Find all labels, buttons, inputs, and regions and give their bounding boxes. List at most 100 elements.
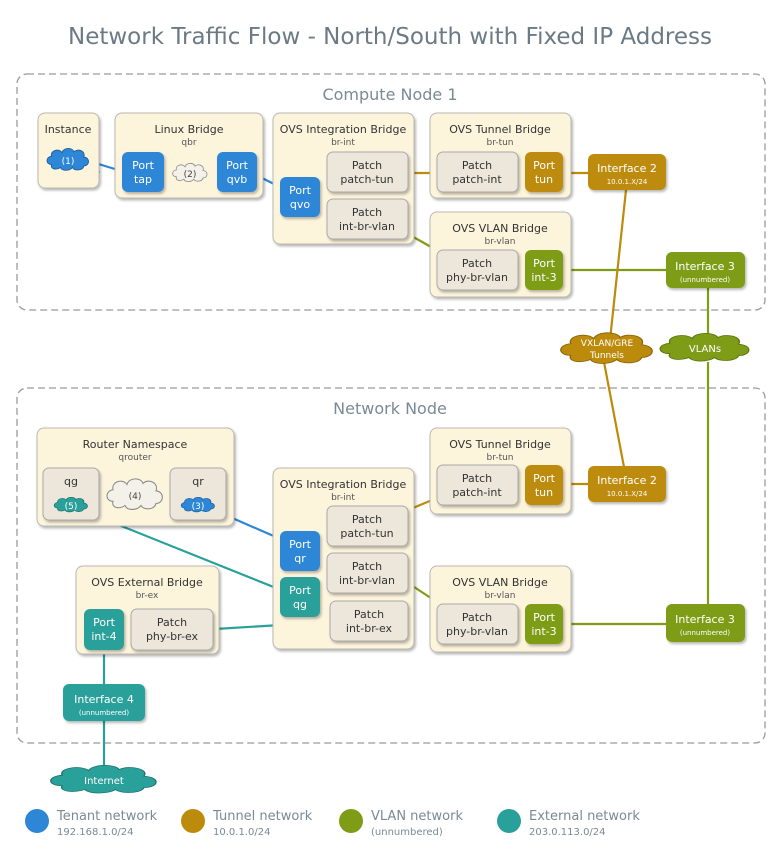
legend-tenant-name: Tenant network (56, 809, 158, 824)
tunnels-cloud-l1: VXLAN/GRE (581, 339, 634, 349)
vlans-cloud: VLANs (659, 332, 750, 362)
router-qr-label: qr (192, 475, 204, 488)
ovs-ex-sub: br-ex (136, 591, 159, 601)
compute-ovs-vlan-sub: br-vlan (485, 237, 516, 247)
compute-port-tun[interactable] (525, 152, 563, 192)
network-patch-vlan-l2: int-br-vlan (339, 574, 395, 587)
compute-ovs-int-sub: br-int (331, 138, 355, 148)
port-qvo-l2: qvo (290, 198, 310, 211)
network-ovs-vlan-box: OVS VLAN Bridge br-vlan Patch phy-br-vla… (429, 565, 572, 653)
compute-iface3-sub: (unnumbered) (680, 276, 731, 284)
network-patch-tun-l2: patch-tun (340, 527, 393, 540)
compute-patch-vlan-l2: int-br-vlan (339, 220, 395, 233)
network-patch-phy-l2: phy-br-vlan (446, 625, 508, 638)
network-interface-4[interactable]: Interface 4 (unnumbered) (63, 684, 145, 721)
instance-title: Instance (45, 123, 92, 136)
compute-patch-int-l1: Patch (462, 159, 492, 172)
network-ovs-tun-box: OVS Tunnel Bridge br-tun Patch patch-int… (429, 427, 572, 515)
tunnels-cloud: VXLAN/GRE Tunnels (559, 332, 654, 365)
network-iface4-title: Interface 4 (74, 693, 134, 706)
network-patch-int-l1: Patch (462, 472, 492, 485)
network-patch-vlan-l1: Patch (352, 560, 382, 573)
network-iface2-sub: 10.0.1.X/24 (607, 490, 648, 498)
network-patch-phy-br-vlan[interactable] (436, 603, 519, 645)
network-ovs-int-box: OVS Integration Bridge br-int Patch patc… (272, 467, 415, 650)
instance-box: Instance (1) (37, 112, 100, 189)
port-int4[interactable] (84, 609, 124, 650)
compute-iface2-title: Interface 2 (597, 162, 657, 175)
network-port-tun-l2: tun (535, 486, 553, 499)
qbr-cloud-label: (2) (184, 170, 197, 180)
patch-phy-br-ex[interactable] (130, 608, 214, 651)
network-port-int3-l1: Port (533, 611, 555, 624)
network-patch-int[interactable] (436, 464, 519, 506)
linux-bridge-title: Linux Bridge (155, 123, 224, 136)
legend-tunnel-name: Tunnel network (212, 809, 313, 824)
link-iface2-tunnels (608, 189, 628, 341)
linux-bridge-sub: qbr (181, 138, 196, 148)
compute-ovs-vlan-title: OVS VLAN Bridge (452, 222, 548, 235)
compute-port-int3[interactable] (525, 250, 563, 290)
network-patch-int-l2: patch-int (452, 486, 502, 499)
network-patch-phy-l1: Patch (462, 611, 492, 624)
network-ovs-int-sub: br-int (331, 493, 355, 503)
legend-vlan-name: VLAN network (371, 809, 463, 824)
compute-ovs-tun-sub: br-tun (486, 138, 513, 148)
network-patch-int-br-ex[interactable] (329, 600, 409, 642)
compute-port-int3-l1: Port (533, 257, 555, 270)
compute-iface3-title: Interface 3 (675, 260, 735, 273)
network-ovs-int-title: OVS Integration Bridge (280, 478, 407, 491)
network-port-int3-l2: int-3 (531, 625, 556, 638)
network-interface-3[interactable]: Interface 3 (unnumbered) (666, 604, 745, 642)
port-qvo[interactable] (280, 177, 320, 217)
vlans-cloud-label: VLANs (689, 344, 721, 355)
network-port-int3[interactable] (525, 604, 563, 644)
router-mid-cloud-label: (4) (129, 492, 142, 502)
legend-tenant-sub: 192.168.1.0/24 (57, 827, 134, 838)
network-node-label: Network Node (333, 399, 447, 418)
port-qvb-label1: Port (226, 159, 248, 172)
internet-cloud: Internet (49, 764, 157, 795)
compute-patch-tun[interactable] (326, 151, 409, 193)
network-port-tun[interactable] (525, 465, 563, 505)
link-tunnels-net-iface2 (602, 361, 626, 468)
compute-patch-tun-l1: Patch (352, 159, 382, 172)
network-ovs-vlan-sub: br-vlan (485, 591, 516, 601)
diagram-title: Network Traffic Flow - North/South with … (68, 24, 712, 50)
port-qvo-l1: Port (289, 184, 311, 197)
internet-cloud-label: Internet (84, 776, 124, 787)
instance-cloud-label: (1) (62, 157, 75, 167)
compute-port-tun-l1: Port (533, 159, 555, 172)
compute-interface-2[interactable]: Interface 2 10.0.1.X/24 (588, 154, 666, 190)
network-interface-2[interactable]: Interface 2 10.0.1.X/24 (588, 466, 666, 502)
port-tap-label2: tap (134, 173, 152, 186)
network-iface3-title: Interface 3 (675, 613, 735, 626)
compute-patch-phy-l1: Patch (462, 257, 492, 270)
port-qvb[interactable] (217, 152, 257, 192)
network-patch-tun[interactable] (326, 505, 409, 547)
compute-patch-int[interactable] (436, 151, 519, 193)
compute-patch-int-br-vlan[interactable] (326, 198, 409, 240)
legend-external-sub: 203.0.113.0/24 (529, 827, 606, 838)
compute-patch-phy-br-vlan[interactable] (436, 249, 519, 291)
router-namespace-box: Router Namespace qrouter qg (5) (4) qr (… (36, 427, 235, 527)
port-qr[interactable] (280, 531, 320, 571)
port-qg[interactable] (280, 577, 320, 617)
network-ovs-tun-title: OVS Tunnel Bridge (449, 438, 551, 451)
router-title: Router Namespace (83, 438, 188, 451)
network-patch-int-br-vlan[interactable] (326, 552, 409, 594)
port-qr-l1: Port (289, 538, 311, 551)
ovs-external-bridge-box: OVS External Bridge br-ex Port int-4 Pat… (75, 565, 220, 655)
port-qg-l1: Port (289, 584, 311, 597)
network-node-container (16, 387, 766, 744)
network-patch-ex-l1: Patch (354, 608, 384, 621)
compute-patch-vlan-l1: Patch (352, 206, 382, 219)
compute-ovs-vlan-box: OVS VLAN Bridge br-vlan Patch phy-br-vla… (429, 211, 572, 298)
legend-tunnel-swatch (181, 809, 205, 833)
compute-ovs-tun-title: OVS Tunnel Bridge (449, 123, 551, 136)
port-tap[interactable] (122, 152, 164, 192)
network-patch-ex-l2: int-br-ex (346, 622, 393, 635)
legend-vlan-sub: (unnumbered) (371, 827, 443, 838)
compute-interface-3[interactable]: Interface 3 (unnumbered) (666, 252, 745, 288)
